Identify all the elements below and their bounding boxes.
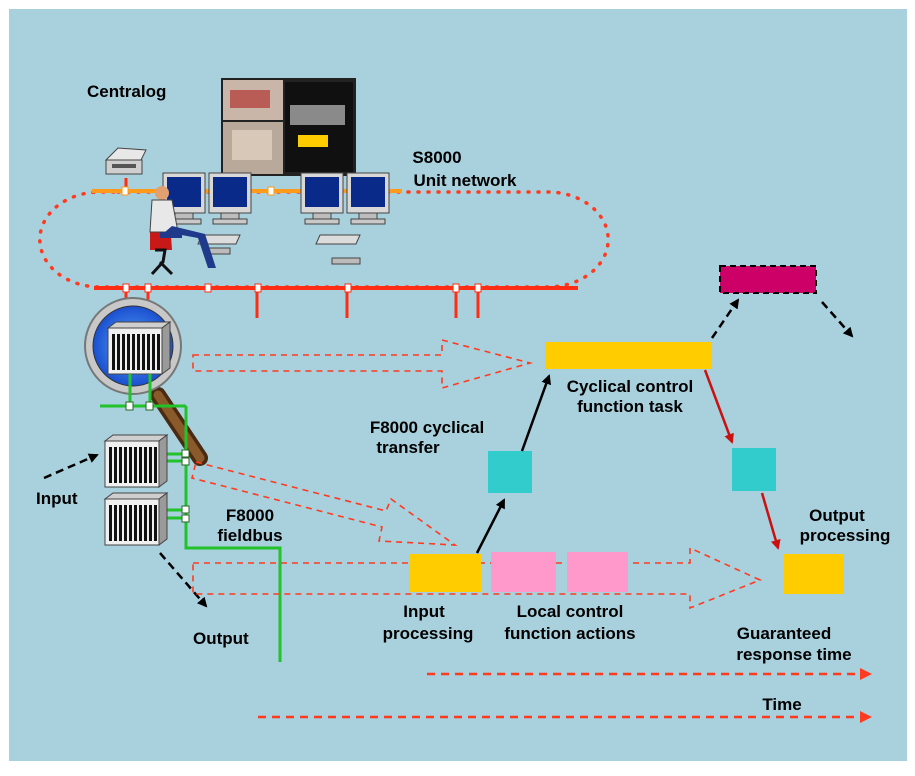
- local-control-block-2: [567, 552, 628, 592]
- arrow-input-to-transfer: [475, 498, 506, 554]
- output-processing-block: [784, 554, 844, 594]
- input-processing-block: [409, 554, 481, 592]
- input-arrow: [43, 453, 99, 480]
- input-label: Input: [36, 489, 78, 508]
- local-control-label-2: function actions: [504, 624, 635, 643]
- rack-icon: [104, 492, 168, 546]
- rack-icon: [104, 434, 168, 488]
- cyclical-task-label-1: Cyclical control: [567, 377, 694, 396]
- output-label: Output: [193, 629, 249, 648]
- cyclical-transfer-label-2: transfer: [376, 438, 440, 457]
- unit-network-label: Unit network: [414, 171, 517, 190]
- guaranteed-label-1: Guaranteed: [737, 624, 831, 643]
- arrow-transfer-to-output: [760, 492, 781, 550]
- output-arrow: [159, 552, 208, 608]
- cyclical-task-label-2: function task: [577, 397, 683, 416]
- arrow-task-to-network: [710, 298, 740, 339]
- centralog-label: Centralog: [87, 82, 166, 101]
- guaranteed-label-2: response time: [736, 645, 851, 664]
- centralog-screens: [221, 78, 356, 176]
- time-label: Time: [762, 695, 801, 714]
- fieldbus-label-1: F8000: [226, 506, 274, 525]
- operator-icon: [149, 186, 216, 276]
- output-processing-label-2: processing: [800, 526, 891, 545]
- input-processing-label-2: processing: [383, 624, 474, 643]
- arrow-transfer-to-task: [520, 374, 551, 452]
- fieldbus: [100, 374, 282, 662]
- rack-icon: [107, 321, 171, 375]
- arrow-task-to-output: [703, 369, 734, 444]
- fieldbus-connectors: [125, 401, 190, 523]
- printer-icon: [104, 147, 147, 175]
- cyclical-transfer-block: [488, 451, 532, 493]
- local-control-block-1: [491, 552, 556, 592]
- fieldbus-label-2: fieldbus: [217, 526, 282, 545]
- field-outline-arrow: [191, 461, 458, 546]
- transfer-outline-arrow: [192, 338, 534, 390]
- network-block: [719, 265, 817, 294]
- input-processing-label-1: Input: [403, 602, 445, 621]
- cyclical-task-block: [545, 342, 712, 369]
- local-control-label-1: Local control: [517, 602, 624, 621]
- time-outline-arrow: [192, 546, 763, 610]
- arrow-network-out: [821, 301, 854, 338]
- output-processing-label-1: Output: [809, 506, 865, 525]
- cyclical-transfer-label-1: F8000 cyclical: [370, 418, 484, 437]
- output-transfer-block: [732, 448, 776, 491]
- keyboard-icon: [315, 234, 361, 265]
- s8000-label: S8000: [412, 148, 461, 167]
- network-loop: [38, 190, 610, 289]
